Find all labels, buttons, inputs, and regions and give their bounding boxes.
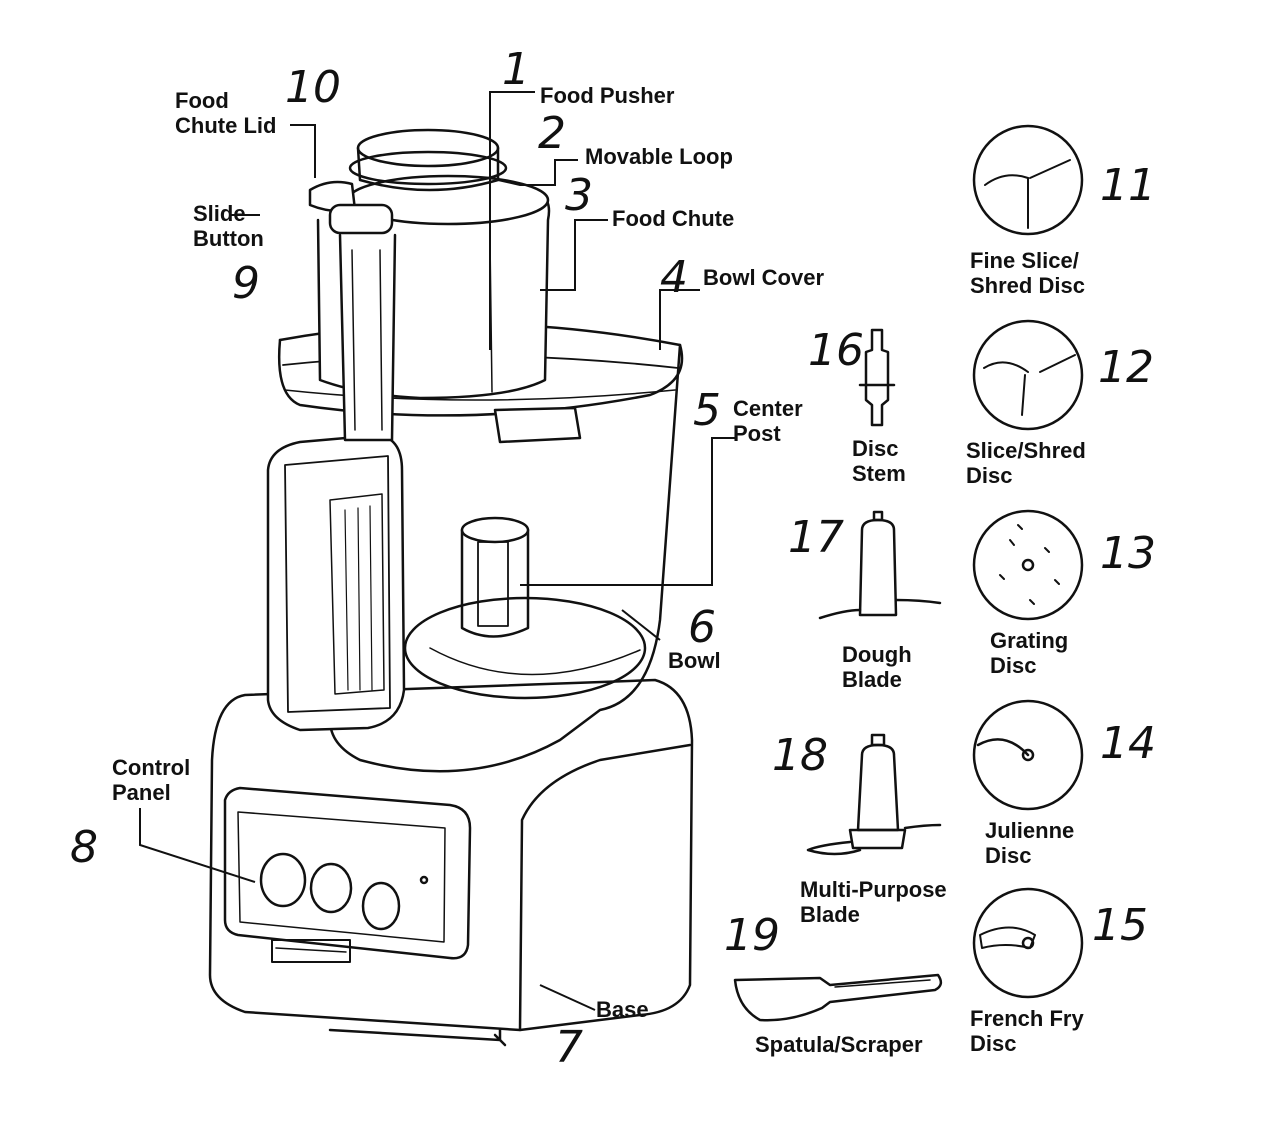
dough-blade-label-line: Dough — [842, 642, 912, 667]
slice-shred-disc-number: 12 — [1098, 342, 1154, 393]
slide-button-label-line: Button — [193, 226, 264, 251]
bowl-handle-illustration — [266, 433, 406, 732]
food-processor-illustration — [208, 128, 694, 1047]
french-fry-disc-label-line: French Fry — [970, 1006, 1084, 1031]
movable-loop-label: Movable Loop — [585, 144, 733, 169]
food-chute-lid-label-line: Chute Lid — [175, 113, 276, 138]
bowl-label-line: Bowl — [668, 648, 721, 673]
julienne-disc-label-line: Julienne — [985, 818, 1074, 843]
bowl-cover-label-line: Bowl Cover — [703, 265, 824, 290]
center-post-number: 5 — [693, 385, 721, 436]
grating-disc-label-line: Grating — [990, 628, 1068, 653]
multi-purpose-blade-label-line: Multi-Purpose — [800, 877, 947, 902]
base-label: Base — [596, 997, 649, 1022]
spatula-scraper-label: Spatula/Scraper — [755, 1032, 923, 1057]
control-panel-illustration — [223, 786, 472, 963]
bowl-illustration — [278, 322, 684, 773]
fine-slice-shred-disc-number: 11 — [1100, 160, 1156, 211]
disc-stem-number: 16 — [808, 325, 864, 376]
multi-purpose-blade-label-line: Blade — [800, 902, 860, 927]
fine-slice-shred-disc-label-line: Fine Slice/ — [970, 248, 1079, 273]
dough-blade-illustration — [818, 510, 942, 620]
bowl-number: 6 — [688, 602, 716, 653]
control-panel-label-line: Panel — [112, 780, 171, 805]
french-fry-disc-number: 15 — [1092, 900, 1148, 951]
bowl-cover-label: Bowl Cover — [703, 265, 824, 290]
julienne-disc-illustration — [972, 699, 1084, 811]
spatula-scraper-illustration — [733, 973, 943, 1022]
slide-button-number: 9 — [232, 258, 260, 309]
base-label-line: Base — [596, 997, 649, 1022]
fine-slice-shred-disc-label-line: Shred Disc — [970, 273, 1085, 298]
food-chute-lid-label-line: Food — [175, 88, 229, 113]
food-chute-label: Food Chute — [612, 206, 734, 231]
disc-stem-label-line: Disc — [852, 436, 898, 461]
control-panel-label-line: Control — [112, 755, 190, 780]
food-pusher-illustration — [348, 128, 508, 192]
slide-button-label-line: Slide — [193, 201, 246, 226]
fine-slice-shred-disc-label: Fine Slice/Shred Disc — [970, 248, 1085, 298]
julienne-disc-label-line: Disc — [985, 843, 1031, 868]
grating-disc-label-line: Disc — [990, 653, 1036, 678]
center-post-label-line: Post — [733, 421, 781, 446]
center-post-label-line: Center — [733, 396, 803, 421]
julienne-disc-number: 14 — [1100, 718, 1156, 769]
food-chute-label-line: Food Chute — [612, 206, 734, 231]
slice-shred-disc-label-line: Slice/Shred — [966, 438, 1086, 463]
base-number: 7 — [555, 1022, 583, 1073]
dough-blade-number: 17 — [788, 512, 844, 563]
base-illustration — [208, 678, 694, 1047]
food-pusher-number: 1 — [502, 44, 530, 95]
grating-disc-number: 13 — [1100, 528, 1156, 579]
fine-slice-shred-disc-illustration — [972, 124, 1084, 236]
slice-shred-disc-label-line: Disc — [966, 463, 1012, 488]
multi-purpose-blade-number: 18 — [772, 730, 828, 781]
slice-shred-disc-illustration — [972, 319, 1084, 431]
slide-button-illustration — [328, 203, 397, 442]
spatula-scraper-label-line: Spatula/Scraper — [755, 1032, 923, 1057]
food-pusher-label-line: Food Pusher — [540, 83, 675, 108]
food-pusher-label: Food Pusher — [540, 83, 675, 108]
french-fry-disc-label-line: Disc — [970, 1031, 1016, 1056]
movable-loop-number: 2 — [538, 108, 566, 159]
movable-loop-label-line: Movable Loop — [585, 144, 733, 169]
multi-purpose-blade-illustration — [806, 733, 942, 856]
bowl-label: Bowl — [668, 648, 721, 673]
dough-blade-label-line: Blade — [842, 667, 902, 692]
grating-disc-illustration — [972, 509, 1084, 621]
food-chute-number: 3 — [565, 170, 593, 221]
food-chute-lid-number: 10 — [285, 62, 341, 113]
control-panel-number: 8 — [70, 822, 98, 873]
leader-lines — [139, 91, 735, 1011]
disc-stem-label-line: Stem — [852, 461, 906, 486]
spatula-scraper-number: 19 — [724, 910, 780, 961]
disc-stem-illustration — [858, 328, 896, 427]
bowl-cover-number: 4 — [660, 252, 688, 303]
french-fry-disc-illustration — [972, 887, 1084, 999]
